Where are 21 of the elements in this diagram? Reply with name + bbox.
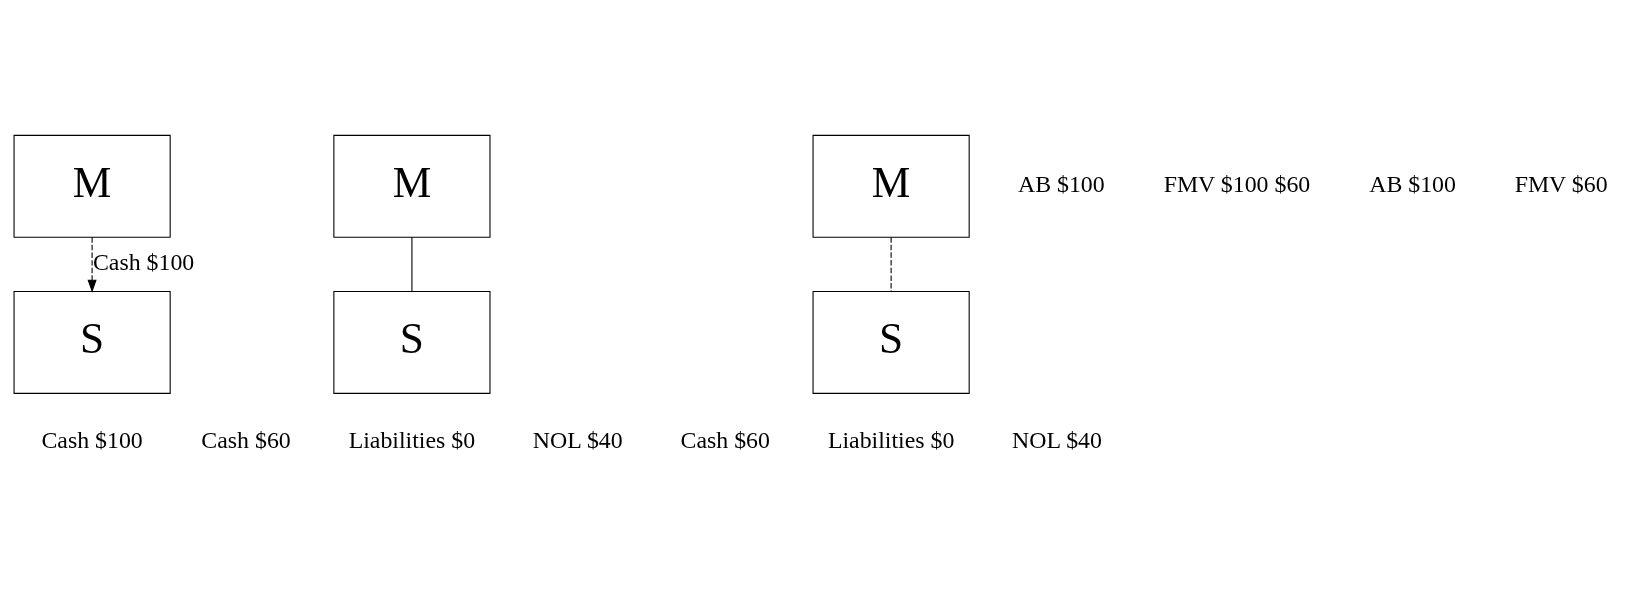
label: AB $100 xyxy=(1017,171,1105,198)
label: FMV $60 xyxy=(1514,171,1608,198)
node-box: M xyxy=(333,134,491,238)
label: Liabilities $0 xyxy=(827,427,955,454)
label: FMV $100 $60 xyxy=(1163,171,1311,198)
node-box: S xyxy=(333,290,491,394)
arrow xyxy=(87,236,97,293)
node-label: Cash $100 xyxy=(41,427,143,454)
label: Cash $60 xyxy=(680,427,770,454)
node-box: M xyxy=(13,134,171,238)
node-box: M xyxy=(812,134,970,238)
node-box: S xyxy=(812,290,970,394)
connector xyxy=(890,236,892,292)
edge-label: Cash $100 xyxy=(92,249,195,276)
label: AB $100 xyxy=(1369,171,1456,198)
label: Cash $60 xyxy=(201,427,291,454)
node-box: S xyxy=(13,290,171,394)
label: NOL $40 xyxy=(532,427,623,454)
connector xyxy=(411,236,413,292)
label: NOL $40 xyxy=(1012,427,1102,454)
label: Liabilities $0 xyxy=(348,427,476,454)
